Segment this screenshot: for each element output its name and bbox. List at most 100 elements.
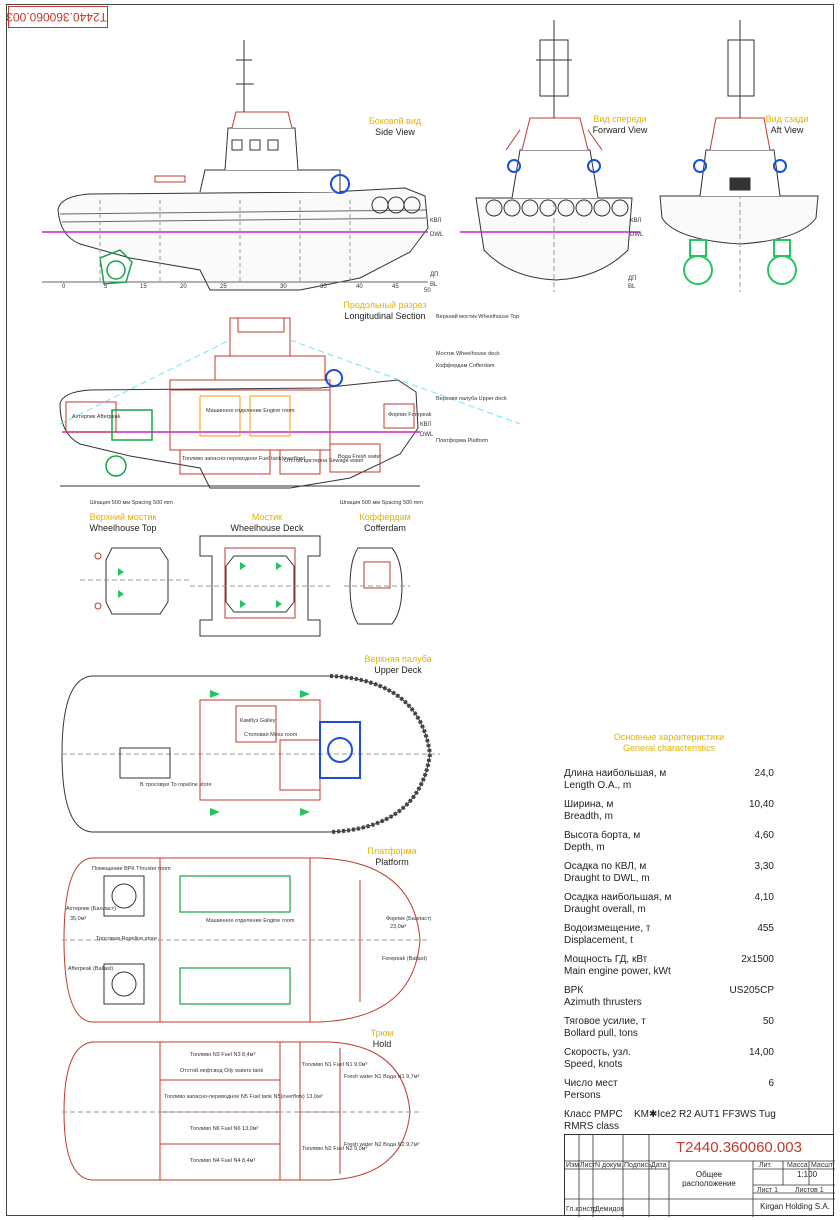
wheelhouse-top-plan (80, 547, 190, 615)
general-characteristics: Основные характеристики General characte… (564, 732, 776, 1140)
svg-text:Топливо запасно-переводное Fue: Топливо запасно-переводное Fuel tank(ove… (182, 456, 306, 462)
specs-heading: Основные характеристики General characte… (613, 732, 725, 753)
svg-text:Тросовая Ropeline store: Тросовая Ropeline store (96, 936, 157, 942)
longitudinal-labels: Верхний мостик Wheelhouse Top Мостик Whe… (72, 313, 519, 506)
svg-text:Ахтерпик (Балласт): Ахтерпик (Балласт) (66, 906, 116, 912)
svg-text:Топливо запасно-переводное N5: Топливо запасно-переводное N5 Fuel tank … (164, 1094, 323, 1100)
svg-text:23,0м³: 23,0м³ (390, 924, 406, 930)
organization: Kirgan Holding S.A. (760, 1202, 830, 1211)
svg-text:Камбуз Galley: Камбуз Galley (240, 718, 276, 724)
drawing-name: Общее расположение (682, 1170, 736, 1188)
kvl-label: КВЛ (430, 218, 441, 224)
svg-text:Отстой.цистерна Sewage water: Отстой.цистерна Sewage water (284, 457, 364, 464)
title-block-grid (565, 1135, 835, 1217)
side-scale: 0 5 15 20 25 30 35 40 45 50 (62, 284, 431, 294)
title-block-code: T2440.360060.003 (676, 1139, 802, 1156)
svg-text:35: 35 (320, 284, 327, 290)
aft-view (659, 20, 819, 292)
drawing-scale: 1:100 (797, 1170, 818, 1179)
svg-text:Верхняя палуба Upper deck: Верхняя палуба Upper deck (436, 396, 507, 402)
svg-text:DWL: DWL (630, 232, 644, 238)
hold-plan (62, 1041, 420, 1181)
svg-text:КВЛ: КВЛ (630, 218, 641, 224)
svg-text:45: 45 (392, 284, 399, 290)
bl-label: BL (430, 282, 438, 288)
svg-text:15: 15 (140, 284, 147, 290)
svg-text:DWL: DWL (420, 432, 434, 438)
svg-text:Машинное отделение Engine room: Машинное отделение Engine room (206, 918, 295, 924)
svg-text:Ахтерпик Afterpeak: Ахтерпик Afterpeak (72, 414, 121, 420)
svg-text:В тросовую To ropeline store: В тросовую To ropeline store (140, 782, 212, 788)
forward-view (460, 20, 640, 292)
svg-text:BL: BL (628, 284, 636, 290)
svg-text:Топливо N3 Fuel N3 8,4м³: Топливо N3 Fuel N3 8,4м³ (190, 1052, 255, 1058)
svg-text:Машинное отделение Engine room: Машинное отделение Engine room (206, 408, 295, 414)
svg-text:40: 40 (356, 284, 363, 290)
svg-text:Fresh water N2 Вода N2 9,7м³: Fresh water N2 Вода N2 9,7м³ (344, 1142, 420, 1148)
svg-text:ДП: ДП (628, 276, 636, 282)
svg-text:Топливо N6 Fuel N6 13,0м³: Топливо N6 Fuel N6 13,0м³ (190, 1126, 259, 1132)
longitudinal-section (59, 317, 521, 489)
svg-text:Afterpeak (Ballast): Afterpeak (Ballast) (68, 966, 113, 972)
title-block: T2440.360060.003 Изм Лист N докум. Подпи… (564, 1134, 835, 1217)
svg-text:Топливо N4 Fuel N4 8,4м³: Топливо N4 Fuel N4 8,4м³ (190, 1158, 255, 1164)
svg-text:25: 25 (220, 284, 227, 290)
svg-text:Топливо N2 Fuel N2 9,0м³: Топливо N2 Fuel N2 9,0м³ (302, 1146, 367, 1152)
dwl-label: DWL (430, 232, 444, 238)
svg-text:5: 5 (104, 284, 108, 290)
svg-text:Forepeak (Ballast): Forepeak (Ballast) (382, 956, 427, 962)
svg-text:Форпик (Балласт): Форпик (Балласт) (386, 916, 432, 922)
upper-deck-plan (61, 674, 440, 834)
drawing-sheet (6, 4, 834, 1216)
svg-text:Мостик Wheelhouse deck: Мостик Wheelhouse deck (436, 351, 500, 357)
wheelhouse-deck-plan (190, 535, 330, 637)
svg-text:20: 20 (180, 284, 187, 290)
svg-text:Отстой.нефт.вод Oily waters ta: Отстой.нефт.вод Oily waters tank (180, 1067, 263, 1074)
platform-labels: Помещение ВРК Thruster room Тросовая Rop… (66, 866, 432, 972)
svg-text:Верхний мостик Wheelhouse Top: Верхний мостик Wheelhouse Top (436, 313, 519, 320)
side-view (42, 40, 429, 291)
svg-text:Столовая Mess room: Столовая Mess room (244, 732, 298, 738)
svg-text:35,0м³: 35,0м³ (70, 916, 86, 922)
svg-text:Помещение ВРК Thruster room: Помещение ВРК Thruster room (92, 866, 171, 872)
svg-text:КВЛ: КВЛ (420, 422, 431, 428)
svg-text:50: 50 (424, 288, 431, 294)
svg-text:Форпик Forepeak: Форпик Forepeak (388, 412, 432, 418)
svg-text:Fresh water N1 Вода N1 9,7м³: Fresh water N1 Вода N1 9,7м³ (344, 1074, 420, 1080)
svg-text:Шпация 500 мм Spacing 500 mm: Шпация 500 мм Spacing 500 mm (90, 500, 173, 506)
svg-text:Платформа Platform: Платформа Platform (436, 438, 489, 444)
svg-text:0: 0 (62, 284, 66, 290)
svg-text:Топливо N1 Fuel N1 9,0м³: Топливо N1 Fuel N1 9,0м³ (302, 1062, 367, 1068)
platform-plan (62, 857, 430, 1023)
svg-text:Коффердам Cofferdam: Коффердам Cofferdam (436, 363, 495, 369)
side-view-labels: КВЛ DWL ДП BL (430, 218, 444, 288)
svg-text:Шпация 500 мм Spacing 500 mm: Шпация 500 мм Spacing 500 mm (340, 500, 423, 506)
dp-label: ДП (430, 272, 438, 278)
svg-text:Вода Fresh water: Вода Fresh water (338, 454, 382, 460)
upper-deck-labels: Камбуз Galley Столовая Mess room В тросо… (140, 718, 298, 788)
cofferdam-plan (344, 547, 410, 625)
